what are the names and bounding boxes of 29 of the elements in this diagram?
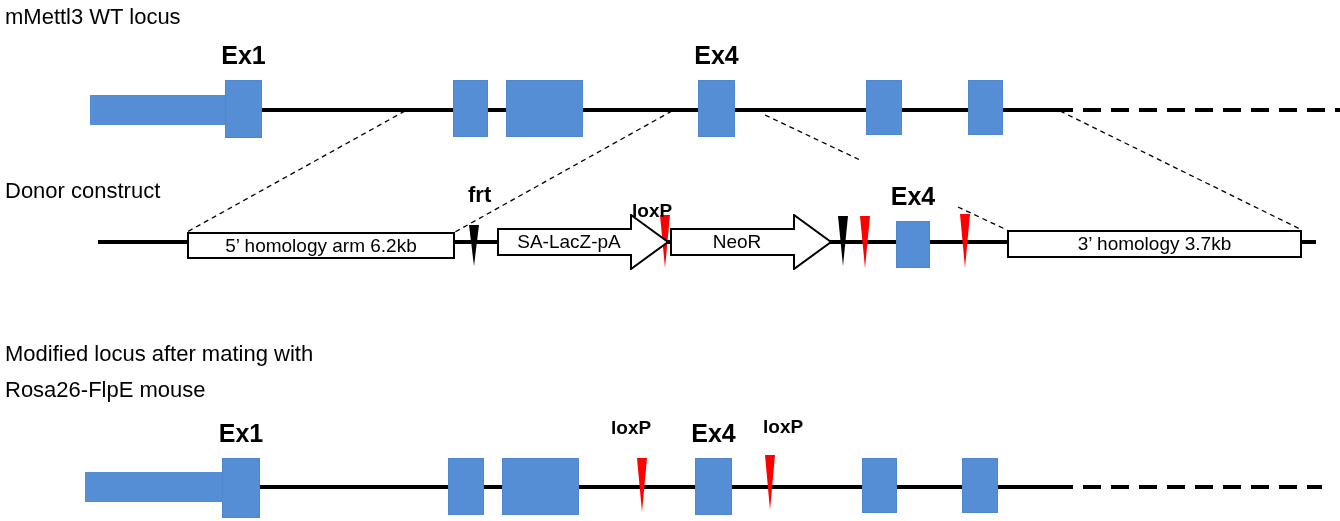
dashed-mapping-line xyxy=(454,110,673,233)
site-label: loxP xyxy=(632,200,673,223)
site-label: frt xyxy=(468,182,492,209)
exon-box xyxy=(862,458,897,513)
utr-bar xyxy=(90,95,225,125)
exon-label: Ex1 xyxy=(221,43,266,68)
exon-box xyxy=(453,80,488,137)
utr-bar xyxy=(85,472,222,502)
exon-box xyxy=(962,458,998,513)
site-label: loxP xyxy=(763,416,804,439)
homology-arm-box: 5’ homology arm 6.2kb xyxy=(187,232,455,259)
section-title: Donor construct xyxy=(5,178,161,205)
homology-arm-box: 3’ homology 3.7kb xyxy=(1007,230,1302,258)
exon-box xyxy=(968,80,1003,135)
exon-box xyxy=(448,458,484,515)
section-title: Modified locus after mating with Rosa26-FlpE mouse xyxy=(5,340,315,404)
exon-box xyxy=(502,458,579,515)
section-title: mMettl3 WT locus xyxy=(5,4,181,31)
exon-box xyxy=(866,80,902,135)
dashed-mapping-line xyxy=(186,110,406,233)
exon-box xyxy=(506,80,583,137)
gene-cassette xyxy=(670,214,832,270)
cassette-label: SA-LacZ-pA xyxy=(516,230,622,254)
cassette-label: NeoR xyxy=(711,230,763,254)
exon-label: Ex1 xyxy=(218,421,264,446)
exon-label: Ex4 xyxy=(694,43,739,68)
exon-label: Ex4 xyxy=(691,421,736,446)
exon-label: Ex4 xyxy=(890,184,936,209)
site-label: loxP xyxy=(611,417,652,440)
